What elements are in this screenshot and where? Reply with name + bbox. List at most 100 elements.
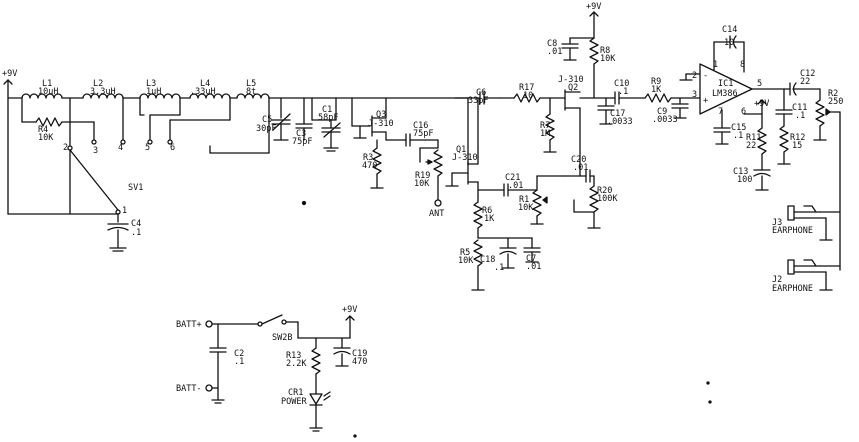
c11-label: C11 xyxy=(792,103,807,113)
ic-supply-label: +9V xyxy=(754,99,769,109)
q2-label: Q2 xyxy=(568,83,578,93)
q2-type: J-310 xyxy=(558,75,584,85)
pin-6: 6 xyxy=(170,143,175,153)
l4-label: L4 xyxy=(200,79,210,89)
tuning-caps: C5 30pF C1 58pF C3 75pF xyxy=(256,97,341,152)
ic-pin5: 5 xyxy=(757,79,762,89)
r12-value: 15 xyxy=(792,141,802,151)
c18-label: C18 xyxy=(480,255,495,265)
ic-pin3: 3 xyxy=(692,90,697,100)
c9-label: C9 xyxy=(657,107,667,117)
ic1-type: LM386 xyxy=(712,89,738,99)
c16-label: C16 xyxy=(413,121,428,131)
filter-network: C10 .1 C17 .0033 R9 1K C9 .0033 xyxy=(597,77,701,127)
pin-2: 2 xyxy=(63,143,68,153)
j2-label: J2 xyxy=(772,275,782,285)
r9-label: R9 xyxy=(651,77,661,87)
r5-value: 10K xyxy=(458,256,474,266)
resistor-r8 xyxy=(589,37,599,65)
resistor-r2 xyxy=(815,99,825,127)
l3-value: 1uH xyxy=(146,87,161,97)
resistor-r1 xyxy=(532,189,542,217)
c20-r20: C20 .01 R20 100K xyxy=(571,155,618,229)
r17-value: 10 xyxy=(523,91,533,101)
pin-1: 1 xyxy=(122,206,127,216)
c17-value: .0033 xyxy=(607,117,633,127)
resistor-r4 xyxy=(35,117,63,127)
c21-value: .01 xyxy=(508,181,523,191)
c1-label: C1 xyxy=(322,105,332,115)
junction-dots xyxy=(301,200,712,438)
c8-label: C8 xyxy=(547,39,557,49)
c3-value: 75pF xyxy=(292,137,312,147)
power-label: POWER xyxy=(281,397,307,407)
c7-label: C7 xyxy=(526,254,536,264)
l3-label: L3 xyxy=(146,79,156,89)
c2-value: .1 xyxy=(234,357,244,367)
c14-label: C14 xyxy=(722,25,737,35)
r9-value: 1K xyxy=(651,85,662,95)
power-supply-label: +9V xyxy=(342,305,357,315)
r17-label: R17 xyxy=(519,83,534,93)
c18-value: .1 xyxy=(494,263,504,273)
c11-value: .1 xyxy=(795,111,805,121)
q3-label: Q3 xyxy=(376,110,386,120)
inductor-l1 xyxy=(21,93,63,99)
r1-label: R1 xyxy=(519,195,529,205)
l4-value: .33uH xyxy=(190,87,216,97)
c13-value: 100 xyxy=(737,175,752,185)
inductor-l5 xyxy=(236,93,270,99)
c19-value: 470 xyxy=(352,357,367,367)
r4-label: R4 xyxy=(38,125,48,135)
c4-label: C4 xyxy=(131,219,141,229)
c5-value: 30pF xyxy=(256,124,276,134)
resistor-r5 xyxy=(473,239,483,267)
j2-text: EARPHONE xyxy=(772,284,813,294)
q1-type: J-310 xyxy=(452,153,478,163)
c12-label: C12 xyxy=(800,69,815,79)
r3-label: R3 xyxy=(363,153,373,163)
c13-label: C13 xyxy=(733,167,748,177)
antenna-input: C16 75pF R19 10K ANT xyxy=(405,121,444,219)
ic-pin6: 6 xyxy=(741,107,746,117)
c17-label: C17 xyxy=(610,109,625,119)
c7-value: .01 xyxy=(526,262,541,272)
c5-label: C5 xyxy=(262,115,272,125)
resistor-r13 xyxy=(311,347,321,375)
earphone-jacks: J3 EARPHONE J2 EARPHONE xyxy=(772,205,841,294)
jack-j3 xyxy=(787,205,795,221)
r11-label: R11 xyxy=(746,133,761,143)
l1-label: L1 xyxy=(42,79,52,89)
c15-value: .1 xyxy=(733,131,743,141)
resistor-r3 xyxy=(372,147,382,175)
resistor-r12 xyxy=(779,125,789,153)
resistor-r17-area: R17 10 R7 1M xyxy=(499,83,566,153)
capacitor-c4: C4 .1 xyxy=(107,219,141,252)
r2-value: 250 xyxy=(828,97,843,107)
jack-j2 xyxy=(787,259,795,275)
q2-supply-label: +9V xyxy=(586,2,601,12)
c16-value: 75pF xyxy=(413,129,433,139)
resistor-r20 xyxy=(589,185,599,213)
j3-label: J3 xyxy=(772,218,782,228)
r20-label: R20 xyxy=(597,186,612,196)
ic-pin8: 8 xyxy=(740,60,745,70)
ic-pin2: 2 xyxy=(692,71,697,81)
l5-label: L5 xyxy=(246,79,256,89)
c19-label: C19 xyxy=(352,349,367,359)
c4-value: .1 xyxy=(131,228,141,238)
supply-rail-left: +9V xyxy=(2,69,17,215)
supply-label: +9V xyxy=(2,69,17,79)
r3-value: 470 xyxy=(362,161,377,171)
c9-value: .0033 xyxy=(652,115,678,125)
switch-sv1-area: R4 10K 2 3 4 5 6 1 SV1 xyxy=(7,97,270,223)
r19-label: R19 xyxy=(415,171,430,181)
c2-label: C2 xyxy=(234,349,244,359)
power-section: BATT+ C2 .1 BATT- SW2B +9V R13 2.2K xyxy=(176,305,367,432)
ic1-label: IC1 xyxy=(718,79,733,89)
r4-value: 10K xyxy=(38,133,54,143)
pin-5: 5 xyxy=(145,143,150,153)
c6-value: 33pF xyxy=(468,96,488,106)
capacitor-c6: C6 33pF xyxy=(468,88,501,149)
c20-value: .01 xyxy=(573,163,588,173)
